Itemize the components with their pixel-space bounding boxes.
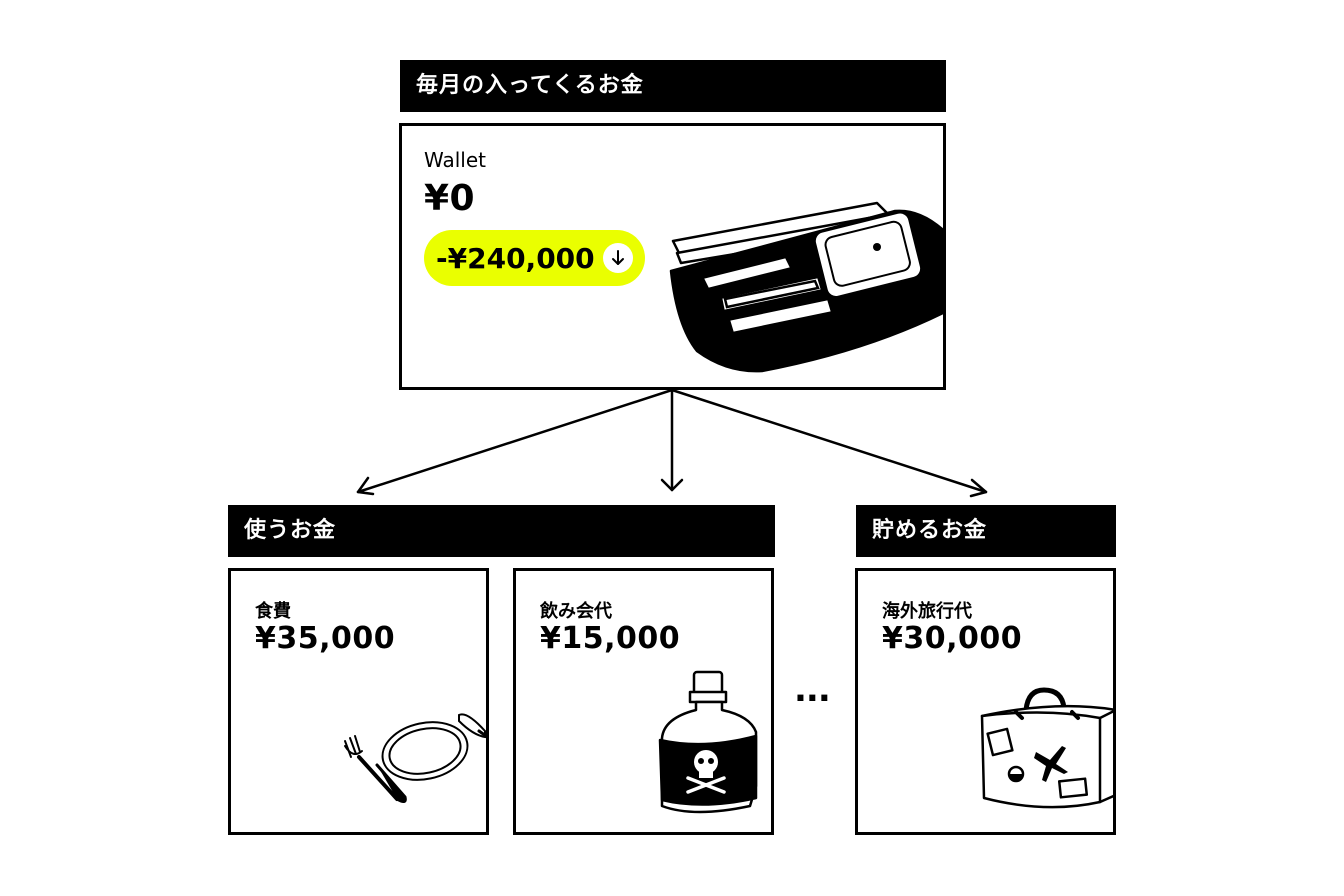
wallet-card: Wallet ¥0 -¥240,000	[399, 123, 946, 390]
drinks-amount: ¥15,000	[540, 621, 681, 656]
wallet-amount: ¥0	[424, 178, 476, 219]
outflow-amount: -¥240,000	[436, 241, 595, 275]
food-label: 食費	[255, 601, 291, 622]
plate-fork-knife-icon	[344, 713, 486, 804]
arrow-down-icon	[602, 243, 633, 273]
spending-header: 使うお金	[228, 505, 775, 557]
drinks-label: 飲み会代	[540, 601, 612, 622]
income-header: 毎月の入ってくるお金	[400, 60, 946, 112]
saving-header: 貯めるお金	[856, 505, 1116, 557]
wallet-icon	[669, 201, 943, 373]
more-ellipsis: ...	[794, 670, 831, 710]
travel-card: 海外旅行代 ¥30,000	[855, 568, 1116, 835]
suitcase-icon	[980, 687, 1113, 809]
wallet-label: Wallet	[424, 148, 487, 172]
food-amount: ¥35,000	[255, 621, 396, 656]
travel-amount: ¥30,000	[882, 621, 1023, 656]
food-card: 食費 ¥35,000	[228, 568, 489, 835]
outflow-badge[interactable]: -¥240,000	[424, 230, 645, 286]
drinks-card: 飲み会代 ¥15,000	[513, 568, 774, 835]
poison-bottle-icon	[658, 670, 758, 814]
travel-label: 海外旅行代	[882, 601, 972, 622]
